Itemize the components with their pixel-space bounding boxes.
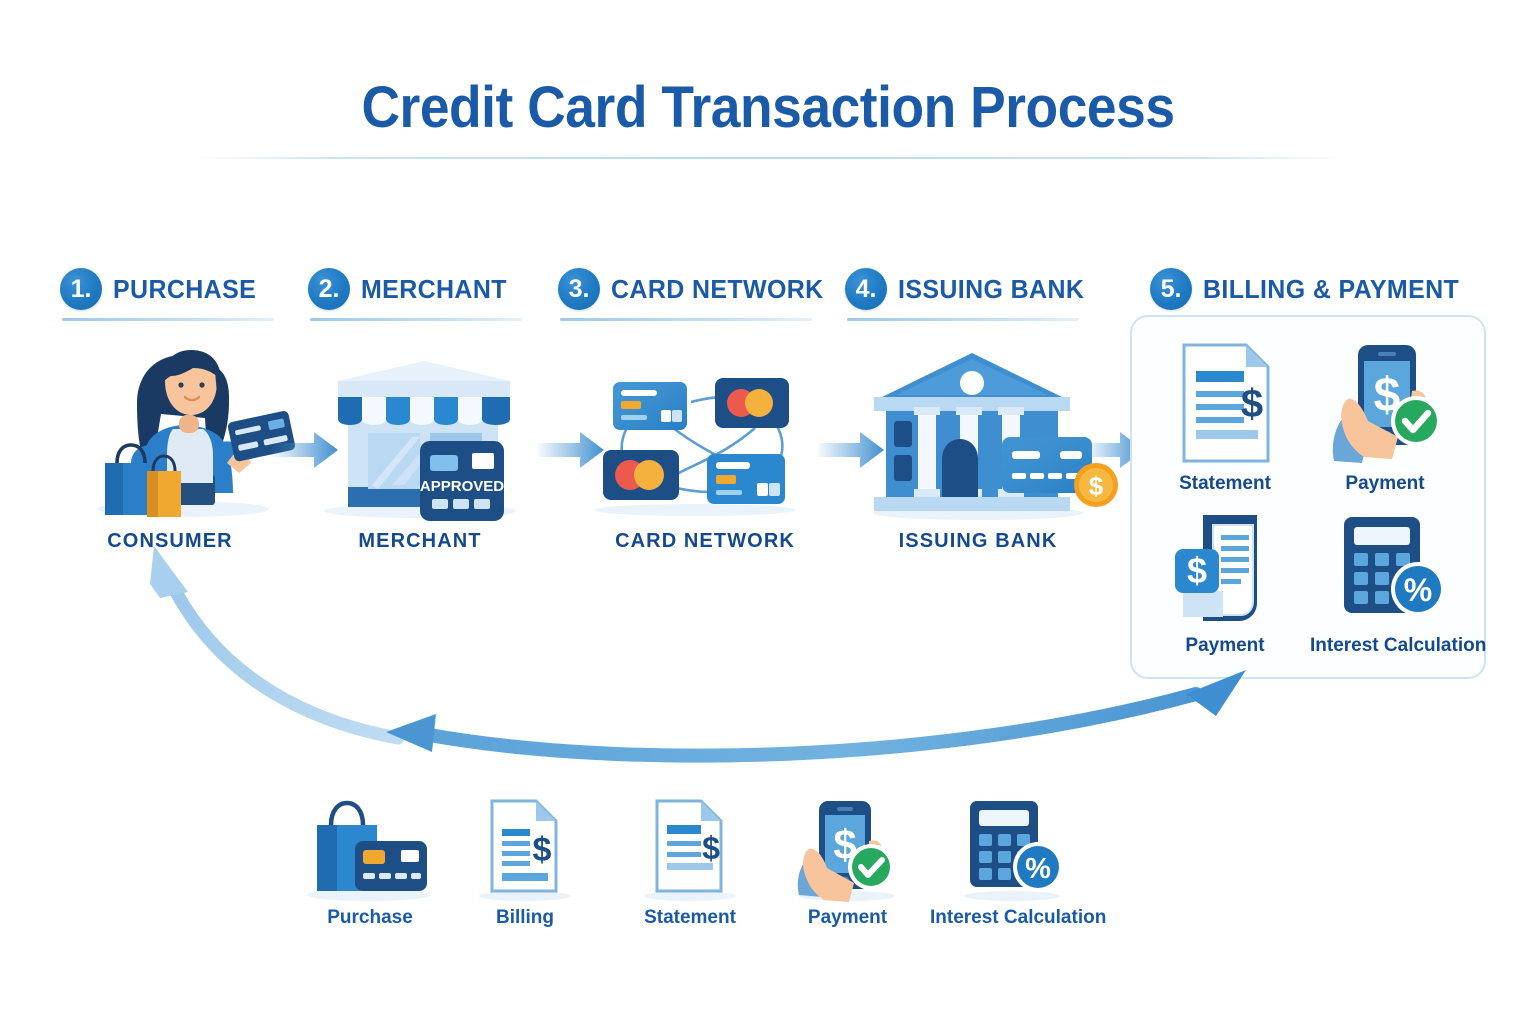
bottom-item-payment: $ Payment — [775, 795, 920, 929]
statement-document-icon: $ — [1182, 343, 1270, 463]
calculator-percent-icon: % — [1344, 517, 1445, 616]
step-rule-3 — [560, 318, 812, 321]
flow-arrow-4 — [1086, 428, 1146, 472]
bill-dollar-icon: $ — [1175, 515, 1257, 621]
step-header-1: 1. PURCHASE — [60, 268, 262, 310]
panel-label-payment-bill: Payment — [1185, 635, 1265, 656]
step-badge-4: 4. — [845, 268, 887, 310]
panel-item-payment-bill: $ Payment — [1150, 509, 1300, 657]
svg-text:$: $ — [702, 830, 720, 866]
bottom-item-billing: $ Billing — [455, 795, 595, 929]
panel-item-statement: $ Statement — [1150, 339, 1300, 495]
calculator-percent-icon: % — [963, 801, 1063, 901]
panel-label-interest: Interest Calculation — [1310, 635, 1487, 656]
billing-payment-panel: $ Statement $ Payment — [1130, 315, 1486, 679]
step-header-5: 5. BILLING & PAYMENT — [1150, 268, 1470, 310]
svg-text:$: $ — [1187, 550, 1207, 591]
svg-text:$: $ — [533, 831, 552, 869]
caption-merchant: MERCHANT — [358, 530, 482, 552]
step-label-3: CARD NETWORK — [611, 273, 824, 304]
step-badge-5: 5. — [1150, 268, 1192, 310]
caption-issuing-bank: ISSUING BANK — [898, 530, 1058, 552]
step-label-2: MERCHANT — [361, 273, 507, 304]
panel-item-interest: % Interest Calculation — [1310, 509, 1487, 657]
title-divider — [196, 157, 1344, 159]
statement-document-icon: $ — [644, 799, 736, 901]
bottom-item-interest: % Interest Calculation — [930, 795, 1107, 929]
terminal-approved-text: APPROVED — [420, 478, 504, 495]
consumer-shopper-icon — [75, 345, 305, 520]
bottom-label-billing: Billing — [495, 907, 555, 928]
panel-label-statement: Statement — [1179, 473, 1271, 494]
bank-building-icon: $ — [868, 345, 1118, 520]
svg-text:$: $ — [1241, 382, 1263, 426]
bottom-item-purchase: Purchase — [290, 795, 450, 929]
panel-item-payment-mobile: $ Payment — [1310, 339, 1460, 495]
step-label-5: BILLING & PAYMENT — [1203, 273, 1460, 304]
feedback-arrow-to-consumer — [140, 540, 420, 770]
svg-text:%: % — [1404, 572, 1432, 608]
svg-text:%: % — [1025, 853, 1051, 885]
step-rule-1 — [62, 318, 274, 321]
step-badge-3: 3. — [558, 268, 600, 310]
bottom-label-payment: Payment — [807, 907, 888, 928]
shopping-bag-card-icon — [307, 800, 431, 901]
step-label-1: PURCHASE — [113, 273, 257, 304]
step-rule-2 — [310, 318, 522, 321]
bottom-label-statement: Statement — [644, 907, 736, 928]
flow-arrow-3 — [818, 428, 888, 472]
step-header-4: 4. ISSUING BANK — [845, 268, 1092, 310]
step-badge-2: 2. — [308, 268, 350, 310]
step-header-3: 3. CARD NETWORK — [558, 268, 832, 310]
feedback-arrow-bottom — [380, 660, 1250, 770]
mobile-payment-check-icon: $ — [797, 801, 895, 902]
page-title: Credit Card Transaction Process — [361, 75, 1175, 140]
svg-text:$: $ — [1089, 471, 1104, 501]
storefront-terminal-icon: APPROVED — [320, 345, 530, 521]
bottom-item-statement: $ Statement — [615, 795, 765, 929]
mobile-payment-check-icon: $ — [1332, 345, 1441, 463]
step-rule-4 — [847, 318, 1079, 321]
caption-consumer: CONSUMER — [107, 530, 233, 552]
flow-arrow-1 — [272, 428, 342, 472]
bottom-label-purchase: Purchase — [327, 907, 413, 928]
flow-arrow-2 — [538, 428, 608, 472]
panel-label-payment-mobile: Payment — [1345, 473, 1425, 494]
bottom-label-interest: Interest Calculation — [930, 907, 1107, 928]
caption-card-network: CARD NETWORK — [615, 530, 795, 552]
card-network-icon — [595, 358, 810, 518]
step-label-4: ISSUING BANK — [898, 273, 1085, 304]
step-header-2: 2. MERCHANT — [308, 268, 513, 310]
step-badge-1: 1. — [60, 268, 102, 310]
billing-document-icon: $ — [479, 799, 571, 901]
